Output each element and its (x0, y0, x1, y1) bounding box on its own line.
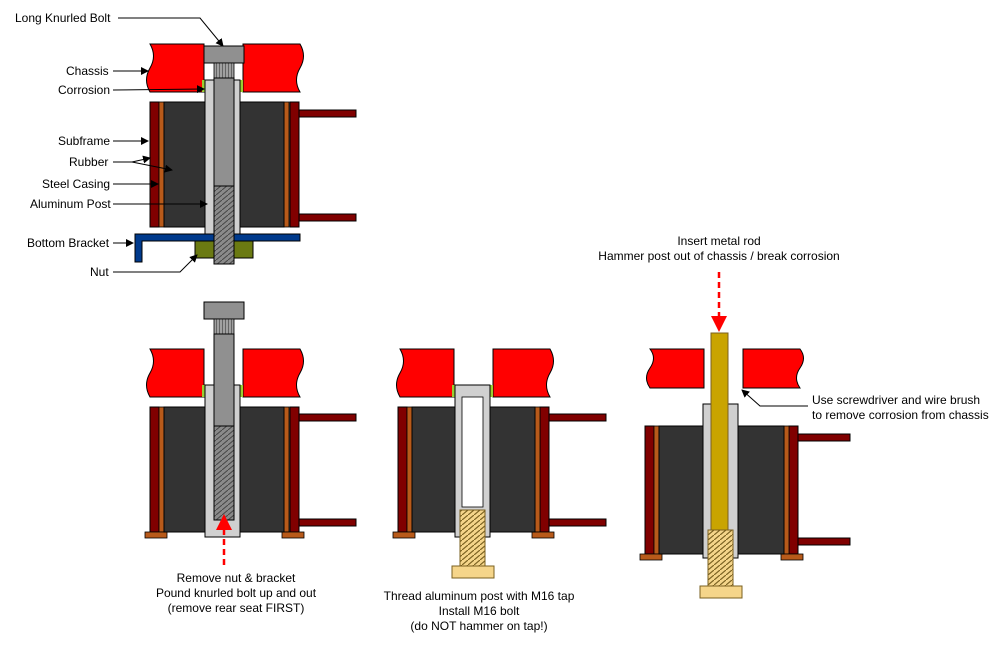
subframe-arm (298, 213, 357, 222)
caption-line: Thread aluminum post with M16 tap (384, 589, 575, 603)
caption-line: Hammer post out of chassis / break corro… (598, 249, 839, 263)
caption-step2: Thread aluminum post with M16 tap Instal… (384, 589, 575, 633)
assembly-rod (639, 272, 851, 599)
caption-line: Pound knurled bolt up and out (156, 586, 317, 600)
caption-line: (do NOT hammer on tap!) (410, 619, 547, 633)
assembly-tapped (392, 348, 607, 579)
label-corrosion: Corrosion (58, 83, 110, 97)
label-aluminum-post: Aluminum Post (30, 197, 111, 211)
steel-casing (283, 101, 290, 228)
caption-line: Remove nut & bracket (177, 571, 296, 585)
assembly-installed (134, 43, 357, 265)
caption-line: (remove rear seat FIRST) (168, 601, 305, 615)
bottom-bracket (134, 233, 301, 263)
label-subframe: Subframe (58, 134, 110, 148)
chassis-right (242, 43, 304, 93)
caption-step3-top: Insert metal rod Hammer post out of chas… (598, 234, 839, 263)
caption-step3-side: Use screwdriver and wire brush to remove… (812, 393, 989, 422)
subframe-arm (298, 109, 357, 118)
bolt-thread (213, 185, 235, 265)
corrosion (240, 80, 243, 92)
caption-line: Insert metal rod (677, 234, 760, 248)
bolt-head (203, 45, 245, 64)
bolt-knurl (213, 62, 235, 79)
subframe (149, 101, 160, 228)
label-bottom-bracket: Bottom Bracket (27, 236, 110, 250)
subframe (289, 101, 300, 228)
chassis-left (146, 43, 205, 93)
steel-casing (158, 101, 165, 228)
caption-line: to remove corrosion from chassis (812, 408, 989, 422)
label-nut: Nut (90, 265, 109, 279)
part-labels: Long Knurled Bolt Chassis Corrosion Subf… (15, 11, 224, 279)
label-rubber: Rubber (69, 155, 108, 169)
label-bolt: Long Knurled Bolt (15, 11, 111, 25)
label-steel-casing: Steel Casing (42, 177, 110, 191)
caption-line: Use screwdriver and wire brush (812, 393, 980, 407)
caption-line: Install M16 bolt (439, 604, 520, 618)
caption-step1: Remove nut & bracket Pound knurled bolt … (156, 571, 317, 615)
assembly-bolt-removed (144, 301, 357, 565)
bolt-shank (213, 77, 235, 187)
label-chassis: Chassis (66, 64, 109, 78)
